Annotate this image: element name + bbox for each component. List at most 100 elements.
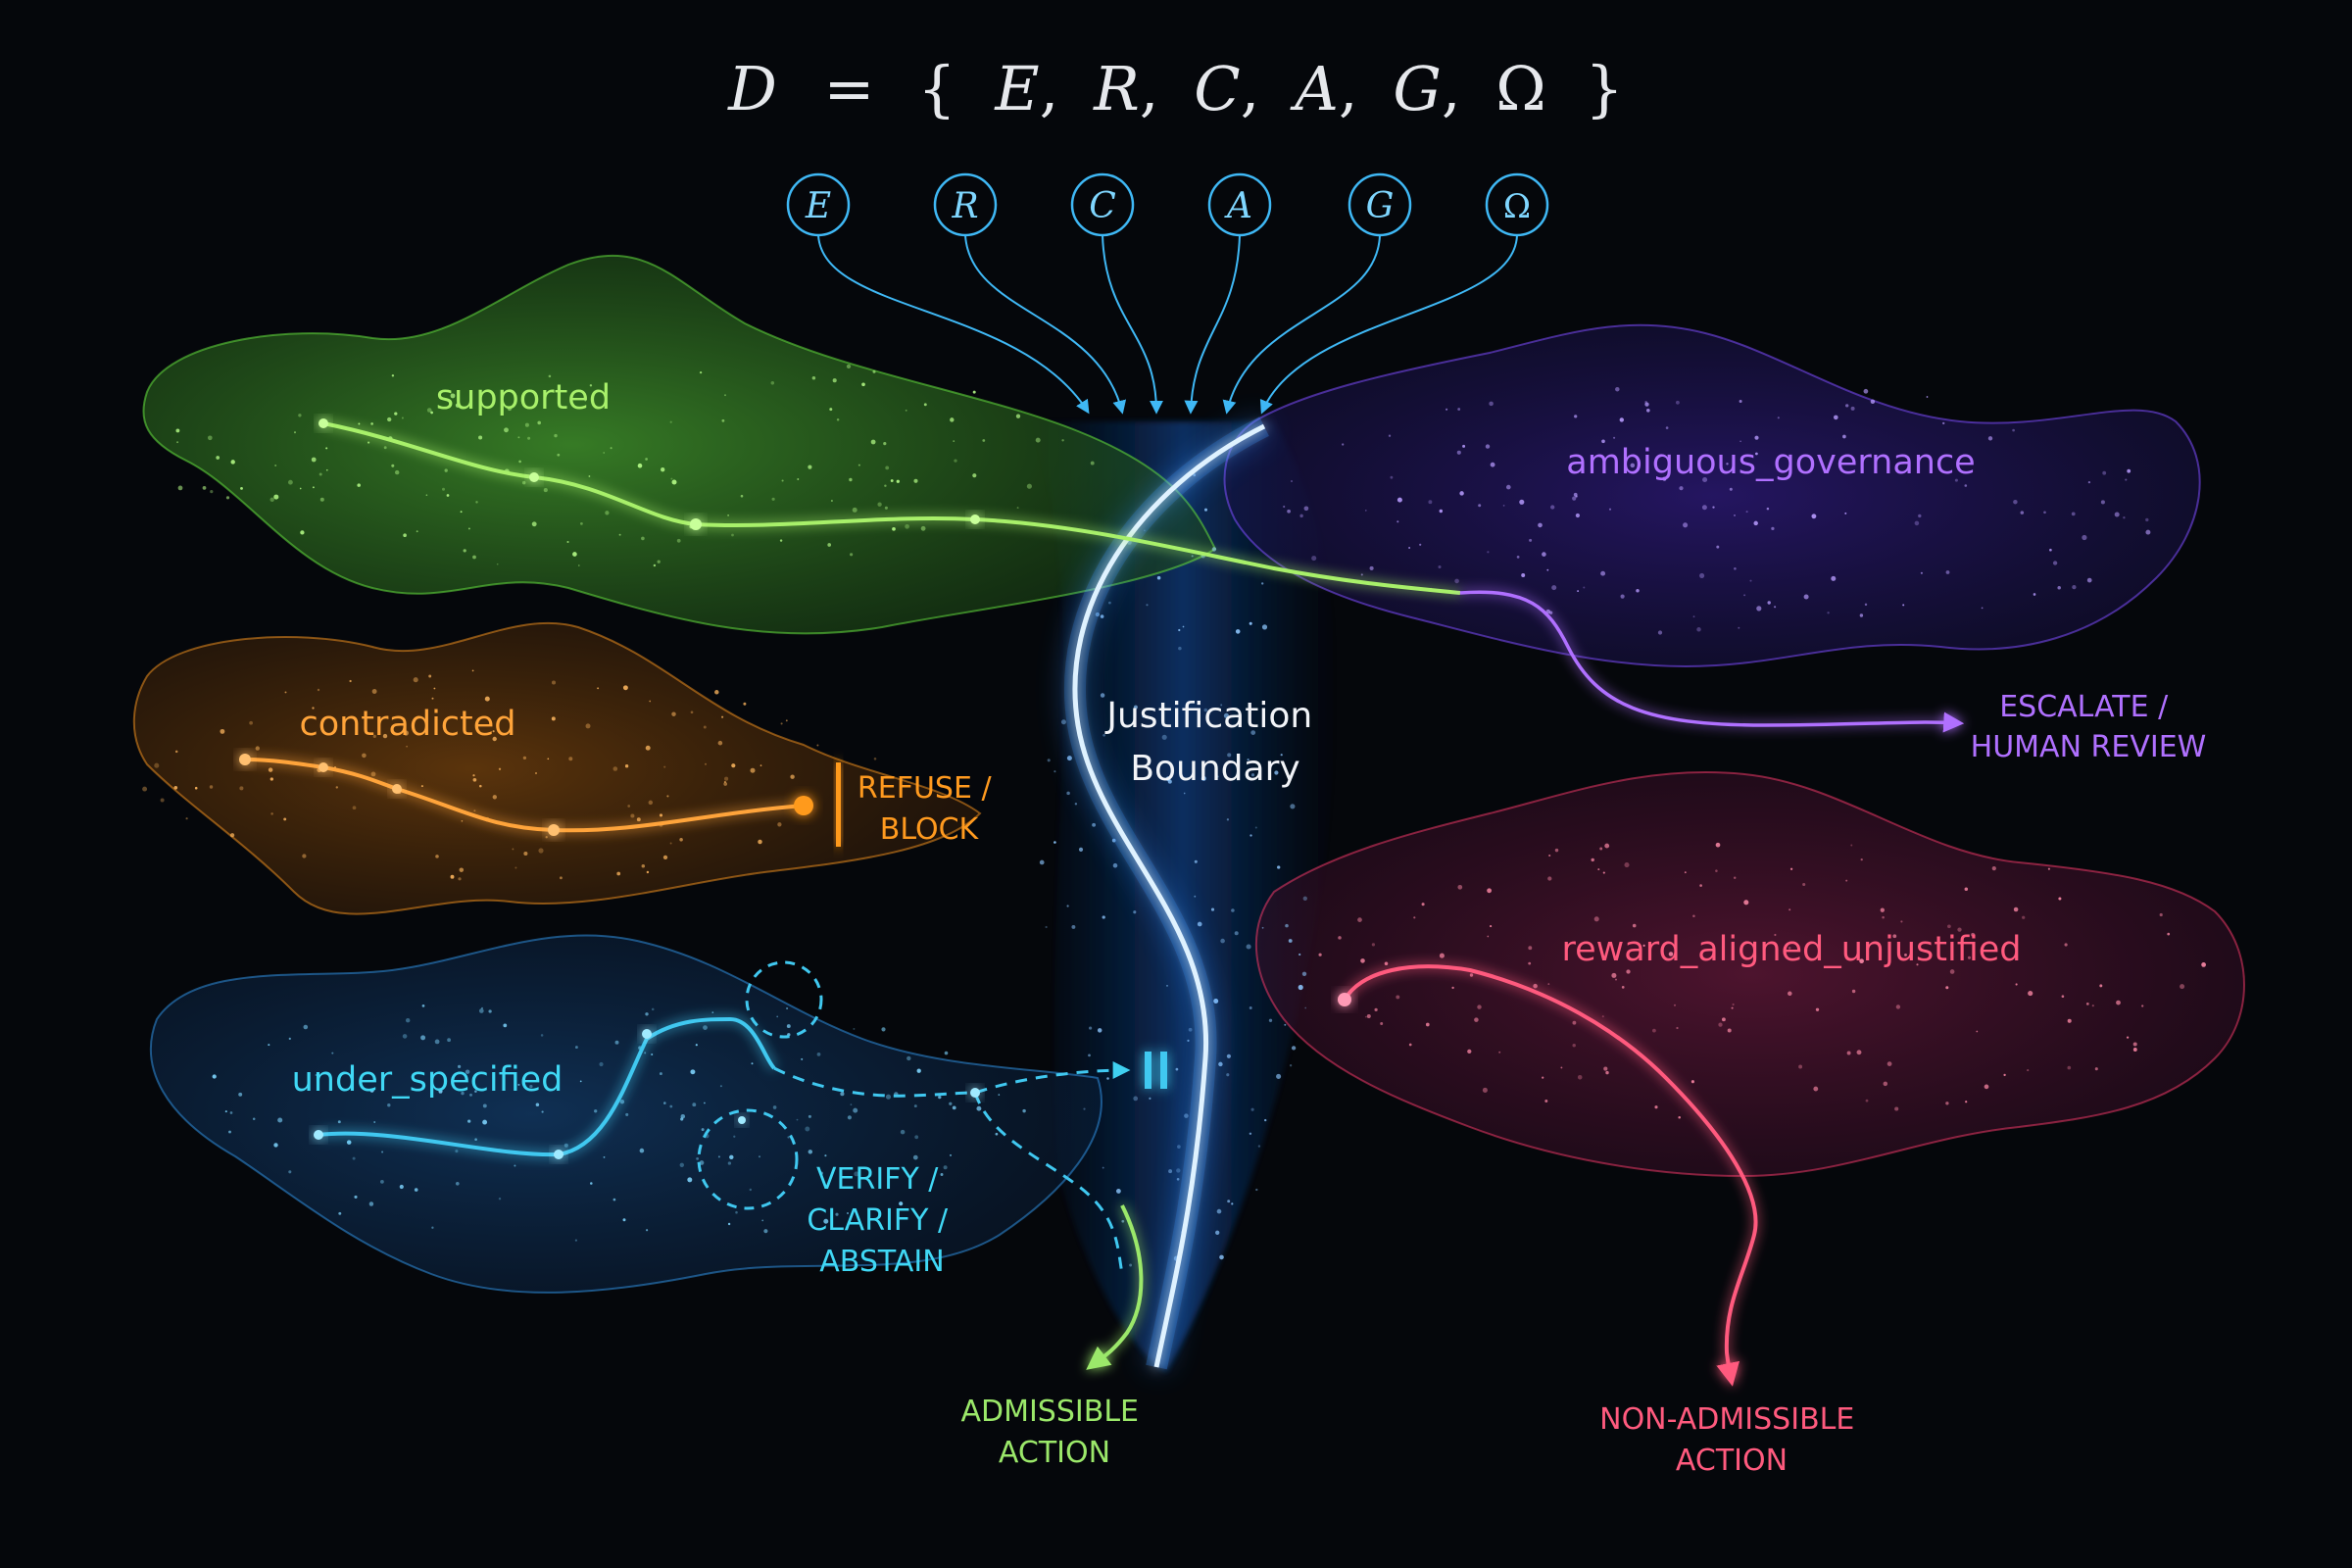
star-particle (416, 530, 418, 533)
star-particle (1462, 444, 1466, 448)
star-particle (1505, 484, 1511, 490)
star-particle (268, 767, 273, 772)
star-particle (2058, 897, 2062, 901)
star-particle (906, 1055, 911, 1061)
star-particle (1246, 944, 1251, 950)
star-particle (590, 1182, 593, 1185)
star-particle (2114, 512, 2120, 517)
supported-trajectory-nodes (318, 418, 980, 530)
star-particle (1250, 773, 1255, 777)
star-particle (1572, 1020, 1577, 1025)
justification-boundary-core (1072, 423, 1266, 1368)
star-particle (808, 1114, 811, 1118)
star-particle (884, 484, 887, 487)
star-particle (1954, 478, 1958, 482)
star-particle (727, 514, 729, 516)
star-particle (1390, 475, 1394, 479)
star-particle (852, 507, 858, 513)
star-particle (1287, 509, 1291, 514)
star-particle (1047, 759, 1051, 762)
star-particle (475, 501, 478, 504)
star-particle (370, 771, 376, 777)
star-particle (808, 1150, 813, 1154)
outcome-admissible-action: ADMISSIBLE ACTION (960, 1395, 1148, 1470)
star-particle (1478, 504, 1482, 508)
star-particle (270, 777, 273, 781)
boundary-label-line2: Boundary (1130, 749, 1299, 789)
star-particle (1859, 958, 1864, 964)
star-particle (624, 764, 629, 768)
star-particle (627, 805, 631, 808)
star-particle (1788, 991, 1792, 997)
star-particle (1261, 926, 1264, 929)
star-particle (1920, 571, 1923, 574)
region-label-under-specified: under_specified (292, 1060, 564, 1100)
star-particle (2067, 1065, 2072, 1070)
star-particle (1811, 514, 1817, 519)
star-particle (972, 390, 976, 394)
under-specified-trajectory-nodes (314, 1029, 980, 1159)
star-particle (659, 813, 663, 817)
star-particle (1054, 841, 1056, 844)
star-particle (731, 533, 734, 537)
star-particle (1601, 439, 1605, 444)
under-specified-dashed-branch (773, 1061, 1131, 1098)
star-particle (1380, 1022, 1384, 1025)
star-particle (315, 1074, 318, 1076)
star-particle (1498, 1051, 1501, 1054)
star-particle (1360, 573, 1363, 576)
star-particle (2094, 1067, 2098, 1071)
star-particle (435, 855, 439, 858)
star-particle (401, 416, 404, 419)
star-particle (1597, 868, 1600, 871)
formula-equals: = (824, 53, 875, 124)
star-particle (1554, 848, 1559, 853)
star-particle (1250, 1107, 1254, 1111)
formula-header: D = { E, R, C, A, G, Ω } (727, 53, 1624, 124)
star-particle (770, 381, 775, 385)
star-particle (1957, 927, 1962, 932)
star-particle (352, 806, 357, 810)
star-particle (1175, 1067, 1179, 1071)
star-particle (696, 1157, 699, 1160)
star-particle (175, 428, 180, 433)
star-particle (699, 370, 703, 374)
star-particle (2102, 470, 2107, 475)
star-particle (1489, 401, 1494, 407)
star-particle (2043, 511, 2046, 514)
star-particle (225, 496, 230, 500)
star-particle (482, 1103, 487, 1108)
star-particle (273, 1143, 278, 1148)
refuse-block-bar (836, 762, 841, 847)
star-particle (1187, 1039, 1190, 1042)
star-particle (786, 1006, 789, 1010)
star-particle (1865, 1099, 1869, 1102)
star-particle (873, 758, 877, 760)
star-particle (548, 374, 552, 378)
star-particle (1156, 575, 1161, 580)
star-particle (779, 539, 783, 542)
star-particle (2003, 1073, 2006, 1077)
star-particle (646, 1229, 649, 1232)
star-particle (357, 483, 361, 487)
star-particle (953, 440, 956, 442)
star-particle (1749, 579, 1752, 582)
star-particle (1015, 414, 1021, 418)
star-particle (1249, 621, 1252, 625)
star-particle (1302, 896, 1307, 901)
region-ambiguous-governance-blob (1223, 323, 2201, 668)
clarify-loop-upper (745, 960, 823, 1039)
region-reward-aligned-unjustified-blob (1254, 771, 2245, 1178)
star-particle (387, 416, 392, 422)
reward-unjustified-start-node (1338, 993, 1351, 1006)
star-particle (584, 399, 587, 402)
star-particle (1203, 508, 1208, 512)
star-particle (1715, 869, 1718, 872)
star-particle (823, 1218, 829, 1224)
star-particle (492, 730, 495, 733)
star-particle (1529, 538, 1533, 542)
star-particle (1729, 487, 1733, 491)
star-particle (721, 418, 725, 422)
star-particle (727, 1161, 732, 1165)
component-a: A (1184, 172, 1272, 415)
